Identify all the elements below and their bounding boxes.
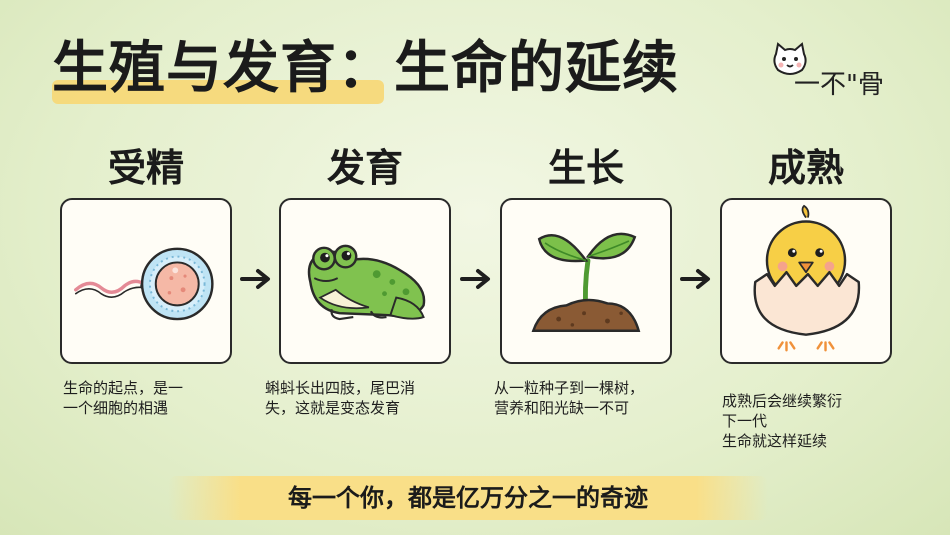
brand-logo-text: 一不"骨 [794, 70, 884, 100]
seedling-icon [531, 232, 641, 332]
desc-maturity: 成熟后会继续繁衍 下一代 生命就这样延续 [722, 392, 843, 450]
desc-growth: 从一粒种子到一棵树， 营养和阳光缺一不可 [494, 379, 645, 417]
banner-text: 每一个你，都是亿万分之一的奇迹 [288, 484, 648, 512]
card-fertilization [60, 198, 232, 364]
frog-icon [307, 244, 426, 321]
bottom-banner: 每一个你，都是亿万分之一的奇迹 [168, 476, 768, 520]
title-area: 生殖与发育：生命的延续 [0, 30, 950, 110]
title-highlight [52, 80, 384, 104]
cat-face-icon [773, 42, 807, 75]
card-growth [500, 198, 672, 364]
card-development [279, 198, 451, 364]
page-title: 生殖与发育：生命的延续 [52, 36, 679, 101]
arrow-right-icon [680, 269, 710, 289]
stage-title-maturity: 成熟 [767, 146, 844, 190]
stage-title-fertilization: 受精 [107, 146, 184, 190]
stage-title-growth: 生长 [547, 146, 624, 190]
arrow-right-icon [460, 269, 490, 289]
stage-title-development: 发育 [326, 146, 403, 190]
desc-fertilization: 生命的起点，是一 一个细胞的相遇 [63, 379, 184, 417]
card-maturity [720, 198, 892, 364]
desc-development: 蝌蚪长出四肢，尾巴消 失，这就是变态发育 [265, 379, 416, 417]
arrow-right-icon [240, 269, 270, 289]
sperm-egg-icon [74, 247, 214, 321]
hatching-chick-icon [753, 204, 861, 352]
